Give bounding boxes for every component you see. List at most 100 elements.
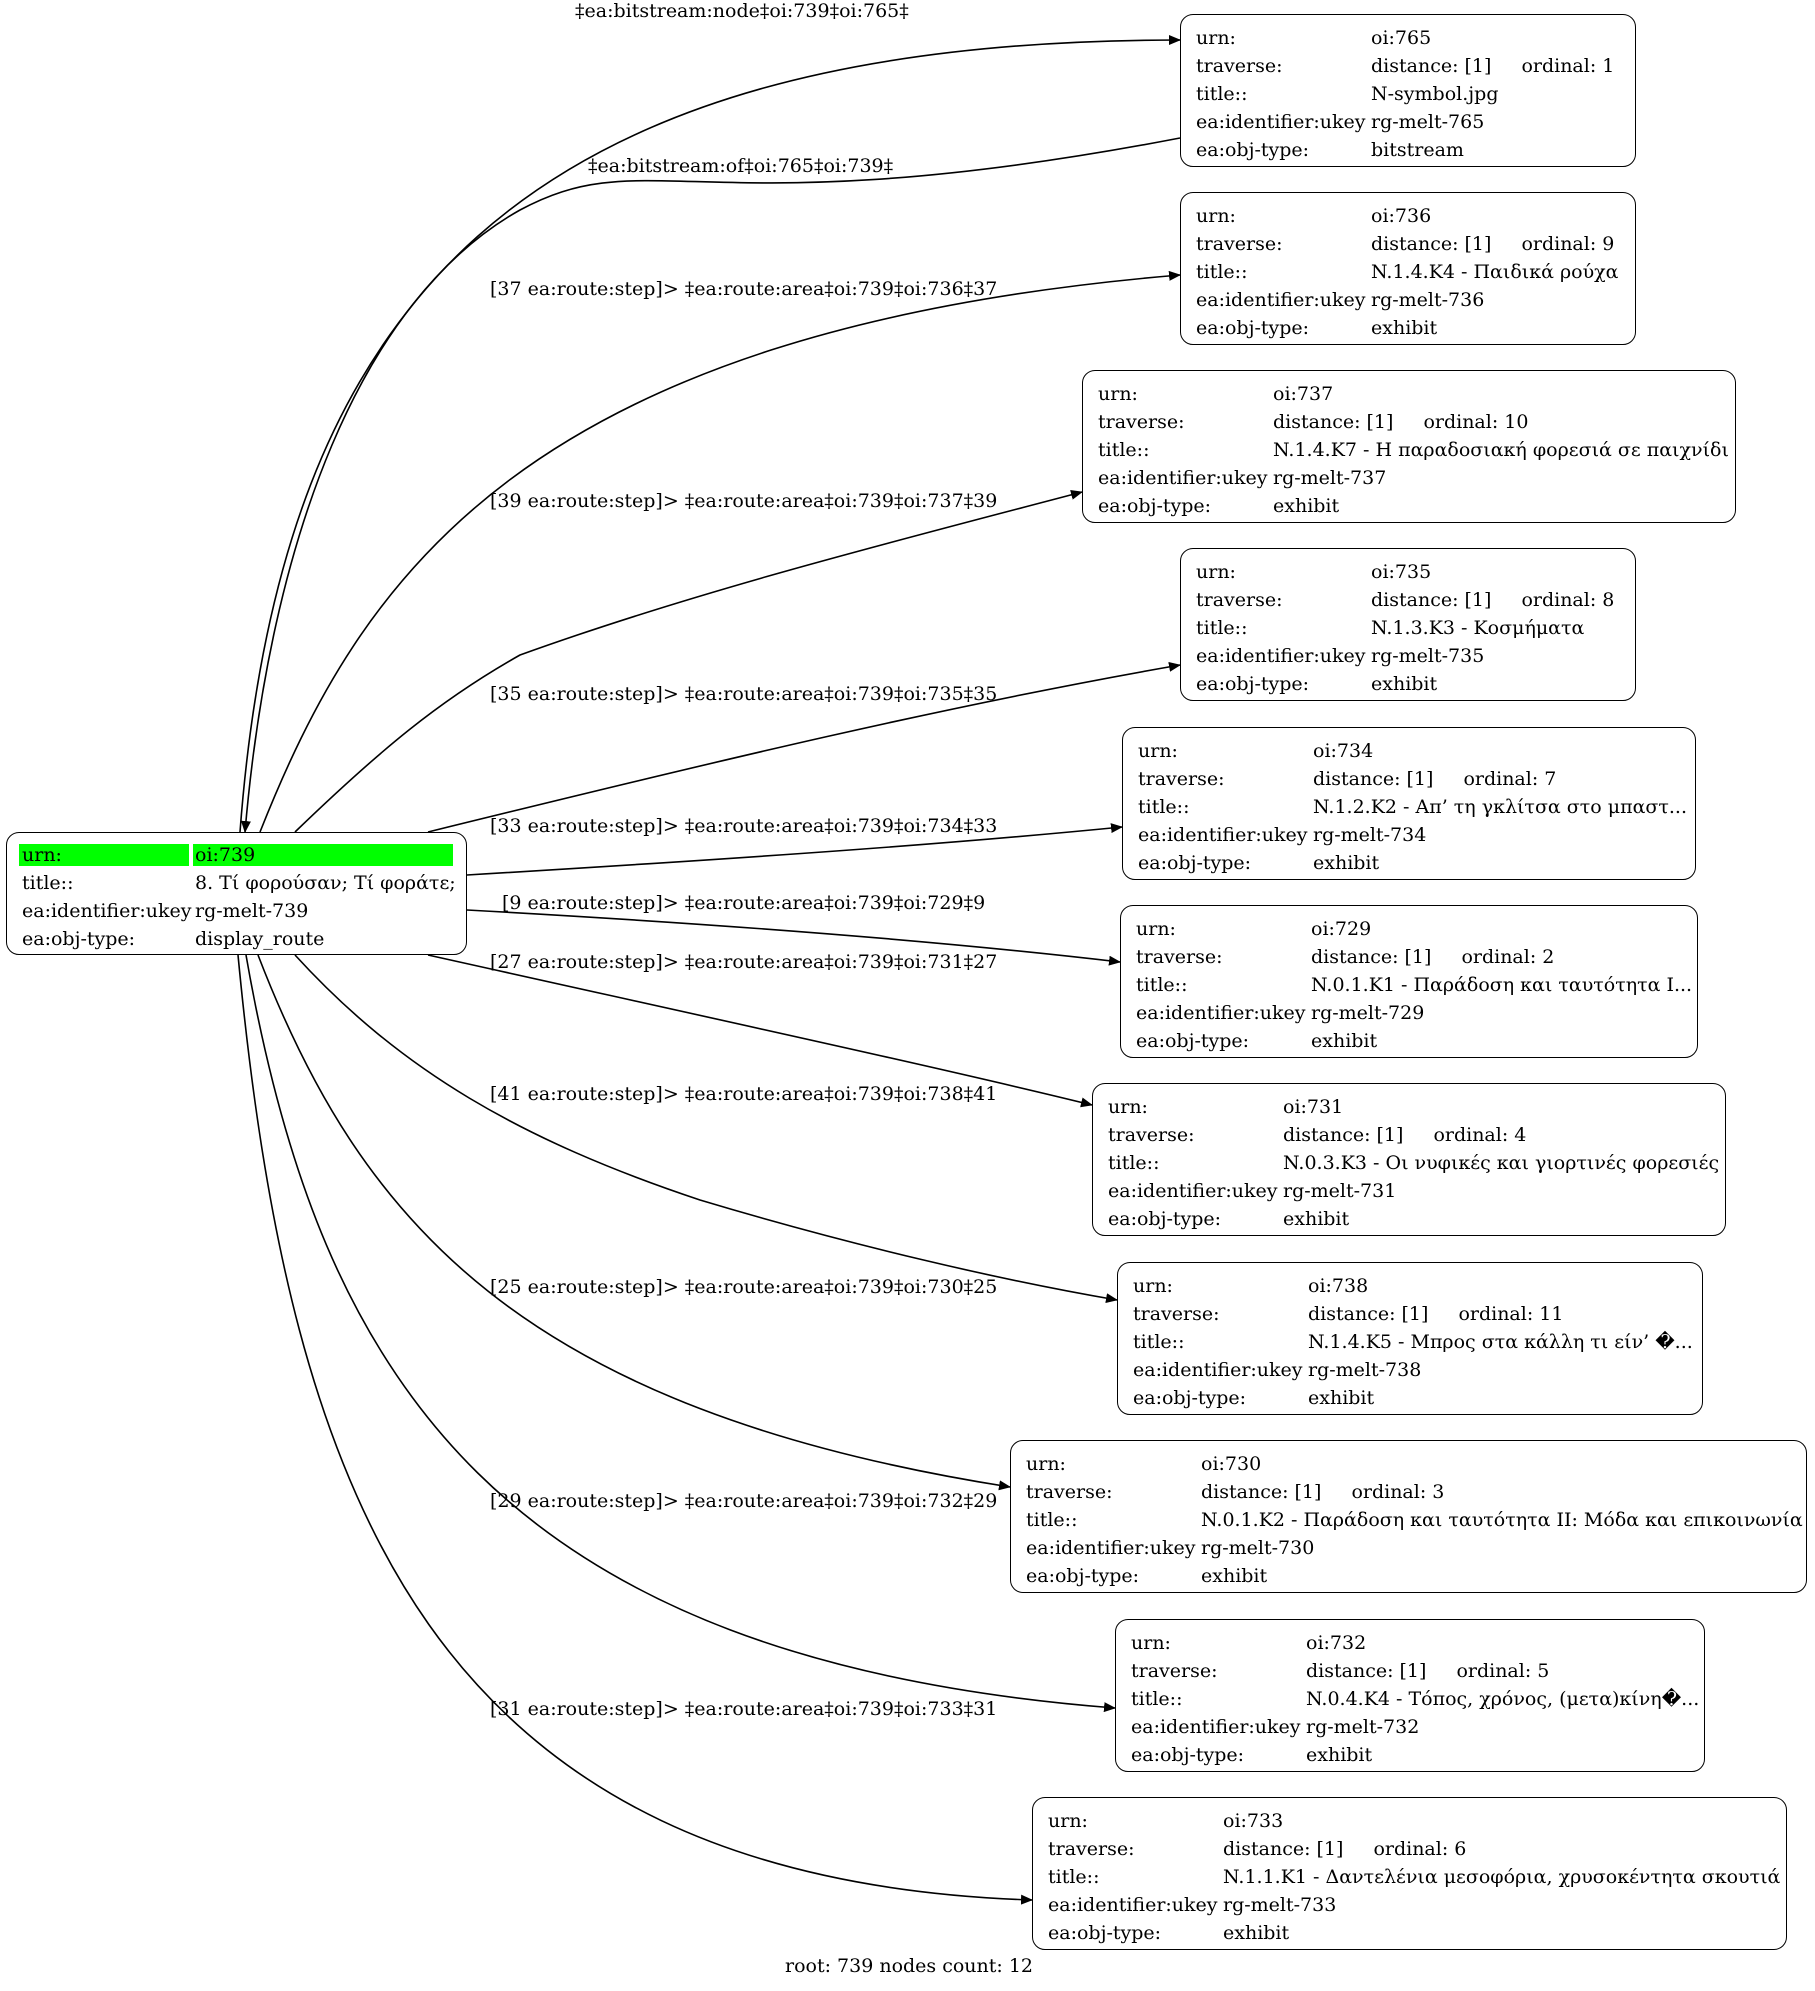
node-title: N.1.4.K5 - Μπρος στα κάλλη τι είν’ �... <box>1308 1331 1693 1353</box>
node-oi-733[interactable]: urn:oi:733 traverse:distance: [1]ordinal… <box>1032 1797 1787 1950</box>
node-title: N.0.1.K2 - Παράδοση και ταυτότητα II: Μό… <box>1201 1509 1803 1531</box>
node-type: exhibit <box>1201 1565 1268 1587</box>
node-oi-731[interactable]: urn:oi:731 traverse:distance: [1]ordinal… <box>1092 1083 1726 1236</box>
node-type: exhibit <box>1273 495 1340 517</box>
node-ordinal: ordinal: 6 <box>1373 1838 1467 1860</box>
node-urn: oi:734 <box>1313 740 1374 762</box>
node-distance: distance: [1] <box>1201 1481 1322 1503</box>
node-title: N-symbol.jpg <box>1371 83 1499 105</box>
node-ukey: rg-melt-731 <box>1283 1180 1397 1202</box>
node-key: ea:identifier:ukey <box>1196 645 1366 667</box>
node-ordinal: ordinal: 11 <box>1458 1303 1564 1325</box>
node-key: urn: <box>1131 1632 1171 1654</box>
node-key: traverse: <box>1098 411 1185 433</box>
node-key: traverse: <box>1138 768 1225 790</box>
node-row-traverse: traverse:distance: [1]ordinal: 2 <box>1136 943 1682 971</box>
edge-label: [29 ea:route:step]> ‡ea:route:area‡oi:73… <box>490 1490 998 1512</box>
node-ordinal: ordinal: 8 <box>1521 589 1615 611</box>
node-key: ea:obj-type: <box>1138 852 1252 874</box>
node-key: title:: <box>1098 439 1150 461</box>
edge-oi-738 <box>294 954 1118 1304</box>
node-key: ea:obj-type: <box>1196 673 1310 695</box>
node-row-urn: urn:oi:734 <box>1138 737 1680 765</box>
node-distance: distance: [1] <box>1313 768 1434 790</box>
node-title: N.0.4.K4 - Τόπος, χρόνος, (μετα)κίνη�... <box>1306 1688 1700 1710</box>
node-distance: distance: [1] <box>1308 1303 1429 1325</box>
node-row-urn: urn:oi:733 <box>1048 1807 1771 1835</box>
node-key: traverse: <box>1196 589 1283 611</box>
node-oi-765[interactable]: urn:oi:765 traverse:distance: [1]ordinal… <box>1180 14 1636 167</box>
node-row-type: ea:obj-type: exhibit <box>1098 492 1720 520</box>
root-key: ea:obj-type: <box>22 928 136 950</box>
node-row-title: title::N.1.2.K2 - Απ’ τη γκλίτσα στο μπα… <box>1138 793 1687 821</box>
edge-label: [35 ea:route:step]> ‡ea:route:area‡oi:73… <box>490 683 998 705</box>
node-key: ea:obj-type: <box>1048 1922 1162 1944</box>
node-row-title: title::N.0.1.K2 - Παράδοση και ταυτότητα… <box>1026 1506 1803 1534</box>
node-type: exhibit <box>1371 317 1438 339</box>
node-key: title:: <box>1131 1688 1183 1710</box>
edge-label: [33 ea:route:step]> ‡ea:route:area‡oi:73… <box>490 815 998 837</box>
node-row-urn: urn:oi:736 <box>1196 202 1620 230</box>
node-ukey: rg-melt-765 <box>1371 111 1485 133</box>
node-row-title: title::N.1.4.K4 - Παιδικά ρούχα <box>1196 258 1620 286</box>
node-key: urn: <box>1133 1275 1173 1297</box>
node-row-type: ea:obj-type: exhibit <box>1196 670 1620 698</box>
node-distance: distance: [1] <box>1371 589 1492 611</box>
node-key: traverse: <box>1196 55 1283 77</box>
node-key: ea:obj-type: <box>1098 495 1212 517</box>
node-row-type: ea:obj-type:exhibit <box>1026 1562 1791 1590</box>
node-key: ea:obj-type: <box>1108 1208 1222 1230</box>
node-ordinal: ordinal: 1 <box>1521 55 1615 77</box>
node-key: urn: <box>1136 918 1176 940</box>
node-oi-734[interactable]: urn:oi:734 traverse:distance: [1]ordinal… <box>1122 727 1696 880</box>
root-key: urn: <box>19 844 189 866</box>
node-ukey: rg-melt-733 <box>1223 1894 1337 1916</box>
node-ukey: rg-melt-738 <box>1308 1359 1422 1381</box>
node-key: urn: <box>1196 27 1236 49</box>
node-distance: distance: [1] <box>1371 233 1492 255</box>
node-row-urn: urn:oi:730 <box>1026 1450 1791 1478</box>
node-row-traverse: traverse:distance: [1]ordinal: 10 <box>1098 408 1720 436</box>
edge-label: ‡ea:bitstream:of‡oi:765‡oi:739‡ <box>588 155 894 177</box>
node-key: title:: <box>1138 796 1190 818</box>
node-row-traverse: traverse:distance: [1]ordinal: 9 <box>1196 230 1620 258</box>
root-key: title:: <box>22 872 74 894</box>
node-key: ea:identifier:ukey <box>1133 1359 1303 1381</box>
node-key: ea:obj-type: <box>1133 1387 1247 1409</box>
node-row-title: title::N.0.4.K4 - Τόπος, χρόνος, (μετα)κ… <box>1131 1685 1699 1713</box>
edge-oi-734 <box>466 823 1123 876</box>
root-node[interactable]: urn: oi:739 title:: 8. Τί φορούσαν; Τί φ… <box>6 832 467 955</box>
node-title: N.1.4.K7 - Η παραδοσιακή φορεσιά σε παιχ… <box>1273 439 1729 461</box>
node-ukey: rg-melt-732 <box>1306 1716 1420 1738</box>
node-row-traverse: traverse:distance: [1]ordinal: 11 <box>1133 1300 1687 1328</box>
node-oi-736[interactable]: urn:oi:736 traverse:distance: [1]ordinal… <box>1180 192 1636 345</box>
node-oi-729[interactable]: urn:oi:729 traverse:distance: [1]ordinal… <box>1120 905 1698 1058</box>
node-row-urn: urn:oi:738 <box>1133 1272 1687 1300</box>
node-oi-735[interactable]: urn:oi:735 traverse:distance: [1]ordinal… <box>1180 548 1636 701</box>
node-title: N.0.3.K3 - Οι νυφικές και γιορτινές φορε… <box>1283 1152 1720 1174</box>
root-row-title: title:: 8. Τί φορούσαν; Τί φοράτε; <box>19 869 456 897</box>
node-key: ea:identifier:ukey <box>1196 289 1366 311</box>
node-oi-738[interactable]: urn:oi:738 traverse:distance: [1]ordinal… <box>1117 1262 1703 1415</box>
node-oi-737[interactable]: urn:oi:737 traverse:distance: [1]ordinal… <box>1082 370 1736 523</box>
node-key: traverse: <box>1196 233 1283 255</box>
node-key: ea:identifier:ukey <box>1108 1180 1278 1202</box>
edge-oi-731 <box>427 954 1093 1108</box>
edge-oi-732 <box>245 954 1116 1713</box>
edge-label: [9 ea:route:step]> ‡ea:route:area‡oi:739… <box>502 892 986 914</box>
node-ukey: rg-melt-730 <box>1201 1537 1315 1559</box>
node-key: ea:obj-type: <box>1196 139 1310 161</box>
node-urn: oi:737 <box>1273 383 1334 405</box>
edge-label: [31 ea:route:step]> ‡ea:route:area‡oi:73… <box>490 1698 998 1720</box>
node-oi-732[interactable]: urn:oi:732 traverse:distance: [1]ordinal… <box>1115 1619 1705 1772</box>
node-type: exhibit <box>1371 673 1438 695</box>
edge-oi-730 <box>257 954 1011 1491</box>
node-key: traverse: <box>1136 946 1223 968</box>
node-oi-730[interactable]: urn:oi:730 traverse:distance: [1]ordinal… <box>1010 1440 1807 1593</box>
edge-label: [25 ea:route:step]> ‡ea:route:area‡oi:73… <box>490 1276 998 1298</box>
node-key: ea:identifier:ukey <box>1098 467 1268 489</box>
